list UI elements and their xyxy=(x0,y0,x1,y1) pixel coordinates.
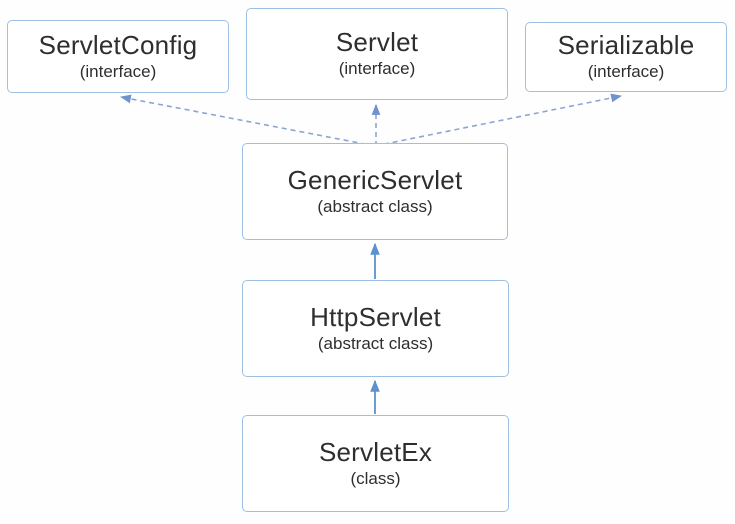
node-servletconfig-title: ServletConfig xyxy=(38,29,198,60)
node-servlet-title: Servlet xyxy=(335,27,419,58)
node-servletex-title: ServletEx xyxy=(318,436,433,467)
node-servletex-subtitle: (class) xyxy=(350,468,401,488)
edge-genericservlet-implements-servletconfig xyxy=(119,94,376,147)
node-httpservlet: HttpServlet (abstract class) xyxy=(242,280,509,377)
node-servletconfig-subtitle: (interface) xyxy=(79,61,157,81)
node-servletex: ServletEx (class) xyxy=(242,415,509,512)
node-genericservlet-subtitle: (abstract class) xyxy=(317,196,433,216)
node-serializable-subtitle: (interface) xyxy=(587,62,665,82)
edge-genericservlet-implements-serializable xyxy=(374,93,623,147)
node-serializable: Serializable (interface) xyxy=(525,22,727,92)
node-servlet: Servlet (interface) xyxy=(246,8,508,100)
node-servletconfig: ServletConfig (interface) xyxy=(7,20,229,93)
node-httpservlet-title: HttpServlet xyxy=(310,301,441,332)
node-servlet-subtitle: (interface) xyxy=(338,59,416,79)
node-genericservlet: GenericServlet (abstract class) xyxy=(242,143,508,240)
node-httpservlet-subtitle: (abstract class) xyxy=(317,333,434,353)
node-serializable-title: Serializable xyxy=(557,30,695,61)
node-genericservlet-title: GenericServlet xyxy=(287,164,463,195)
